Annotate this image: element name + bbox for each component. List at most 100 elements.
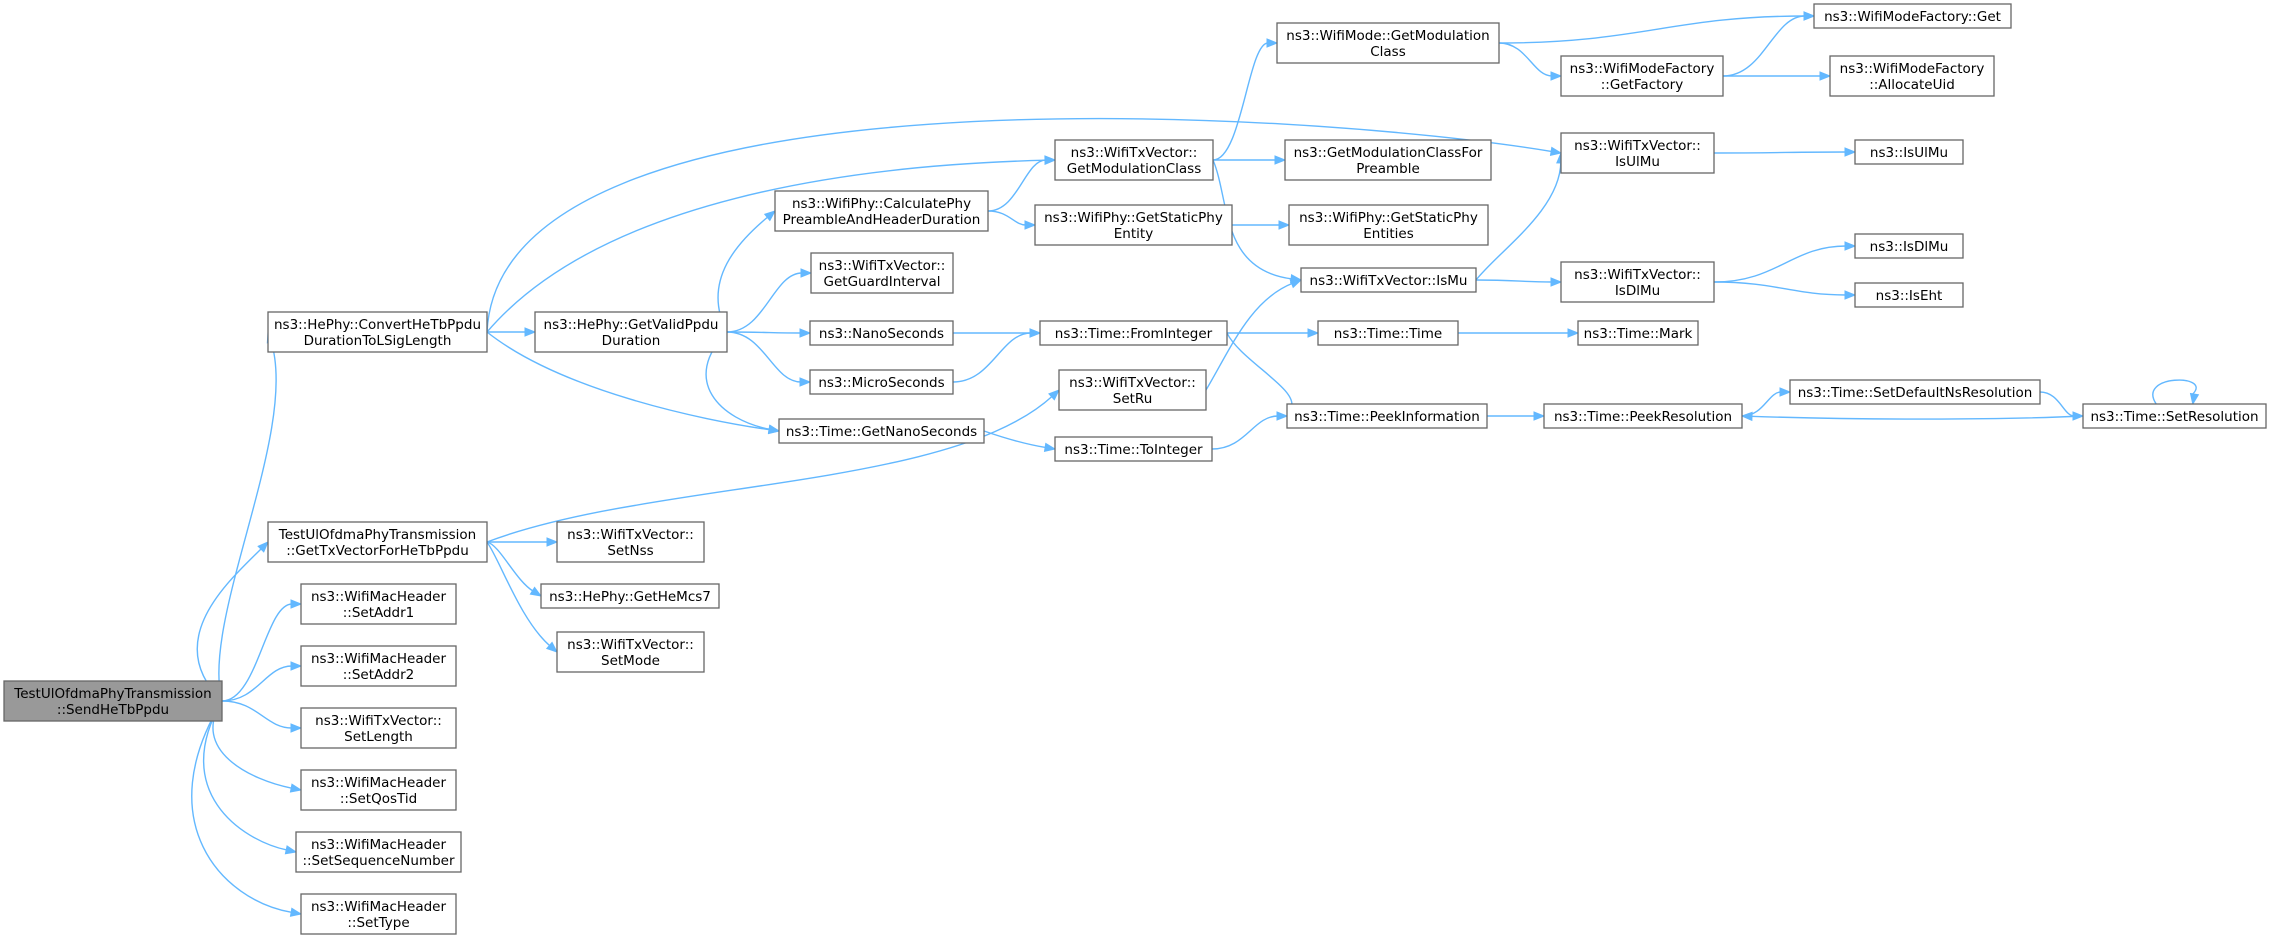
node-getmcs7[interactable]: ns3::HePhy::GetHeMcs7: [540, 583, 720, 609]
arrow-head-icon: [1844, 241, 1857, 251]
call-nodes: TestUlOfdmaPhyTransmission::SendHeTbPpdu…: [3, 3, 2267, 935]
node-label: ::SetSequenceNumber: [302, 853, 455, 869]
arrow-head-icon: [763, 210, 777, 222]
arrow-head-icon: [1779, 387, 1792, 397]
node-label: ns3::WifiModeFactory::Get: [1824, 9, 2001, 25]
edge-line: [1475, 161, 1562, 281]
node-isdlmu[interactable]: ns3::WifiTxVector::IsDlMu: [1560, 261, 1715, 303]
edge-line: [212, 700, 293, 789]
node-label: SetRu: [1113, 391, 1153, 407]
edge-line: [726, 272, 803, 333]
node-setqostid[interactable]: ns3::WifiMacHeader::SetQosTid: [300, 769, 457, 811]
node-factoryget[interactable]: ns3::WifiModeFactory::Get: [1813, 3, 2012, 29]
node-label: ns3::Time::SetResolution: [2090, 409, 2258, 425]
arrow-head-icon: [1043, 442, 1057, 453]
node-isdlmu2[interactable]: ns3::IsDlMu: [1854, 233, 1964, 259]
node-iseht[interactable]: ns3::IsEht: [1854, 282, 1964, 308]
node-label: ns3::WifiTxVector::IsMu: [1310, 273, 1468, 289]
node-timemark[interactable]: ns3::Time::Mark: [1577, 320, 1699, 346]
node-setaddr2[interactable]: ns3::WifiMacHeader::SetAddr2: [300, 645, 457, 687]
node-label: IsUlMu: [1615, 154, 1660, 170]
node-modegetmod[interactable]: ns3::WifiMode::GetModulationClass: [1276, 22, 1500, 64]
node-setlength[interactable]: ns3::WifiTxVector::SetLength: [300, 707, 457, 749]
edge-modegetmod-to-getfactory: [1498, 42, 1563, 81]
edge-line: [1475, 279, 1553, 283]
node-nanosec[interactable]: ns3::NanoSeconds: [809, 320, 954, 346]
edge-line: [1713, 281, 1847, 296]
node-box: [809, 369, 954, 395]
node-isulmu[interactable]: ns3::WifiTxVector::IsUlMu: [1560, 132, 1715, 174]
node-label: ns3::WifiTxVector::: [1574, 267, 1701, 283]
node-peekres[interactable]: ns3::Time::PeekResolution: [1543, 403, 1743, 429]
arrow-head-icon: [1044, 155, 1057, 165]
edge-microsec-to-frominteger: [952, 328, 1042, 383]
node-isulmu2[interactable]: ns3::IsUlMu: [1854, 139, 1964, 165]
node-setaddr1[interactable]: ns3::WifiMacHeader::SetAddr1: [300, 583, 457, 625]
arrow-head-icon: [1844, 290, 1857, 300]
node-box: [300, 707, 457, 749]
node-box: [1284, 139, 1492, 181]
arrow-head-icon: [799, 377, 812, 387]
arrow-head-icon: [1307, 328, 1320, 338]
node-ismu[interactable]: ns3::WifiTxVector::IsMu: [1300, 267, 1477, 293]
node-timetime[interactable]: ns3::Time::Time: [1317, 320, 1459, 346]
node-microsec[interactable]: ns3::MicroSeconds: [809, 369, 954, 395]
edge-convert-to-isulmu: [486, 117, 1563, 333]
edge-line: [987, 159, 1047, 212]
node-convert[interactable]: ns3::HePhy::ConvertHeTbPpduDurationToLSi…: [267, 311, 488, 353]
edge-line: [486, 395, 1053, 543]
arrow-head-icon: [1567, 328, 1580, 338]
arrow-head-icon: [545, 641, 559, 653]
node-gettxv[interactable]: TestUlOfdmaPhyTransmission::GetTxVectorF…: [267, 521, 488, 563]
node-calcphy[interactable]: ns3::WifiPhy::CalculatePhyPreambleAndHea…: [774, 190, 989, 232]
node-box: [1054, 139, 1214, 181]
node-label: ns3::Time::PeekResolution: [1554, 409, 1732, 425]
node-box: [267, 311, 488, 353]
node-settype[interactable]: ns3::WifiMacHeader::SetType: [300, 893, 457, 935]
node-setdefault[interactable]: ns3::Time::SetDefaultNsResolution: [1789, 379, 2041, 405]
edge-line: [221, 700, 293, 729]
node-frominteger[interactable]: ns3::Time::FromInteger: [1039, 320, 1228, 346]
arrow-head-icon: [1274, 155, 1287, 165]
node-label: DurationToLSigLength: [304, 333, 452, 349]
node-root[interactable]: TestUlOfdmaPhyTransmission::SendHeTbPpdu: [3, 680, 223, 722]
node-box: [1854, 282, 1964, 308]
edge-line: [486, 117, 1553, 333]
edge-line: [1212, 42, 1269, 161]
node-setru[interactable]: ns3::WifiTxVector::SetRu: [1058, 369, 1207, 411]
node-setmode[interactable]: ns3::WifiTxVector::SetMode: [556, 631, 705, 673]
node-allocuid[interactable]: ns3::WifiModeFactory::AllocateUid: [1829, 55, 1995, 97]
arrow-head-icon: [1740, 411, 1753, 422]
edge-line: [952, 332, 1032, 383]
node-label: ns3::WifiMacHeader: [311, 837, 447, 853]
node-setnss[interactable]: ns3::WifiTxVector::SetNss: [556, 521, 705, 563]
node-peekinfo[interactable]: ns3::Time::PeekInformation: [1286, 403, 1488, 429]
edge-line: [1713, 151, 1847, 154]
node-label: ::AllocateUid: [1869, 77, 1955, 93]
edge-isdlmu-to-iseht: [1713, 281, 1857, 300]
node-guard[interactable]: ns3::WifiTxVector::GetGuardInterval: [810, 252, 954, 294]
edge-line: [987, 210, 1027, 226]
node-tointeger[interactable]: ns3::Time::ToInteger: [1054, 436, 1213, 462]
edge-peekinfo-to-peekres: [1486, 411, 1546, 421]
node-getfactory[interactable]: ns3::WifiModeFactory::GetFactory: [1560, 55, 1724, 97]
node-setres[interactable]: ns3::Time::SetResolution: [2082, 403, 2267, 429]
node-label: ns3::NanoSeconds: [819, 326, 944, 342]
node-box: [1560, 132, 1715, 174]
edge-gettxv-to-setru: [486, 389, 1060, 543]
node-getmodclass[interactable]: ns3::WifiTxVector::GetModulationClass: [1054, 139, 1214, 181]
edge-line: [1498, 15, 1806, 44]
node-label: ns3::Time::SetDefaultNsResolution: [1798, 385, 2033, 401]
edge-line: [726, 331, 802, 334]
edge-isulmu-to-isulmu2: [1713, 147, 1857, 157]
arrow-head-icon: [290, 723, 303, 733]
node-label: ::SetAddr2: [343, 667, 415, 683]
node-setseq[interactable]: ns3::WifiMacHeader::SetSequenceNumber: [295, 831, 462, 873]
node-getnano[interactable]: ns3::Time::GetNanoSeconds: [778, 418, 985, 444]
edge-root-to-setaddr1: [221, 599, 303, 702]
